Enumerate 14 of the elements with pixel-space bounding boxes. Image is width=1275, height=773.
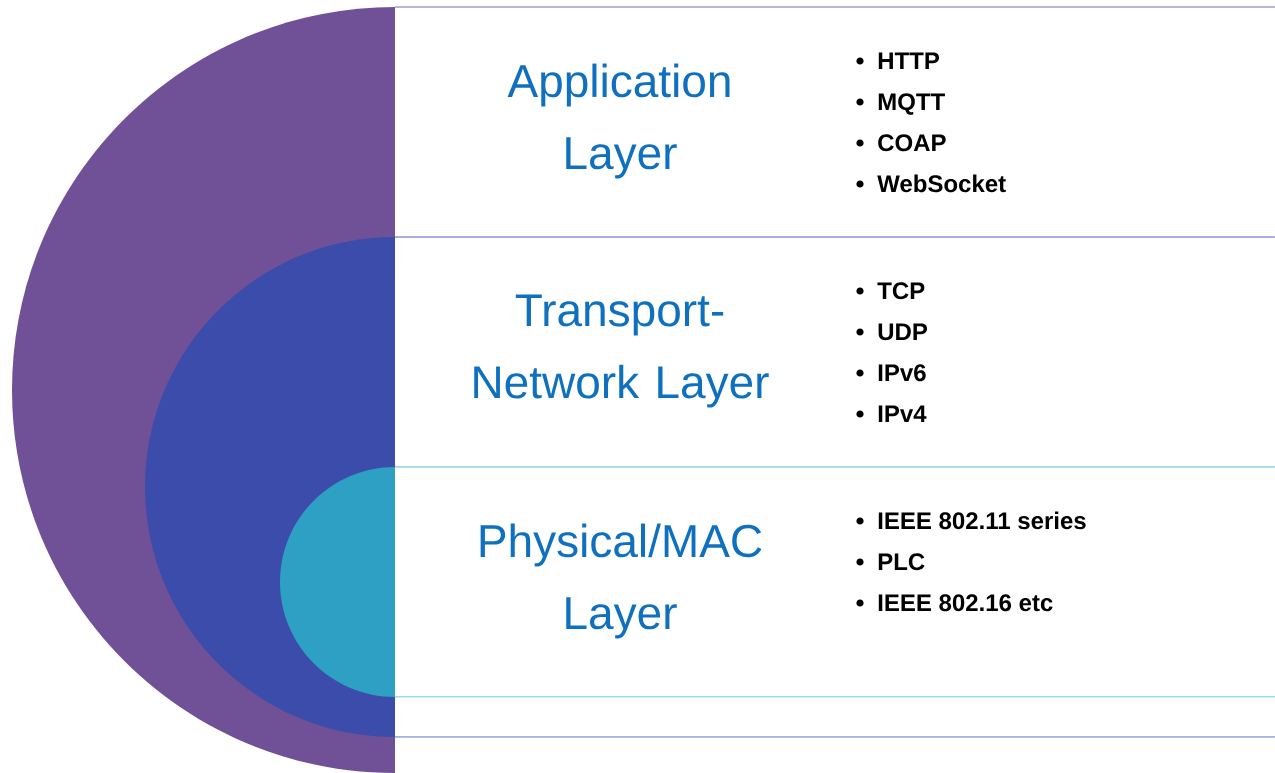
list-item: MQTT <box>878 93 945 115</box>
list-item: IEEE 802.11 series <box>878 511 1086 530</box>
layer-heading: Physical/MAC Layer <box>480 523 762 639</box>
list-item: UDP <box>878 323 928 341</box>
layer-heading: Transport-Network Layer <box>474 294 769 408</box>
list-item: COAP <box>878 134 946 152</box>
list-item: IPv4 <box>878 405 927 422</box>
list-item: IEEE 802.16 etc <box>878 594 1053 612</box>
layer-heading: Application Layer <box>507 63 730 179</box>
list-item: HTTP <box>878 52 940 69</box>
list-item: WebSocket <box>877 174 1006 193</box>
list-item: TCP <box>877 282 925 300</box>
list-item: IPv6 <box>878 364 926 382</box>
list-item: PLC <box>878 553 925 571</box>
